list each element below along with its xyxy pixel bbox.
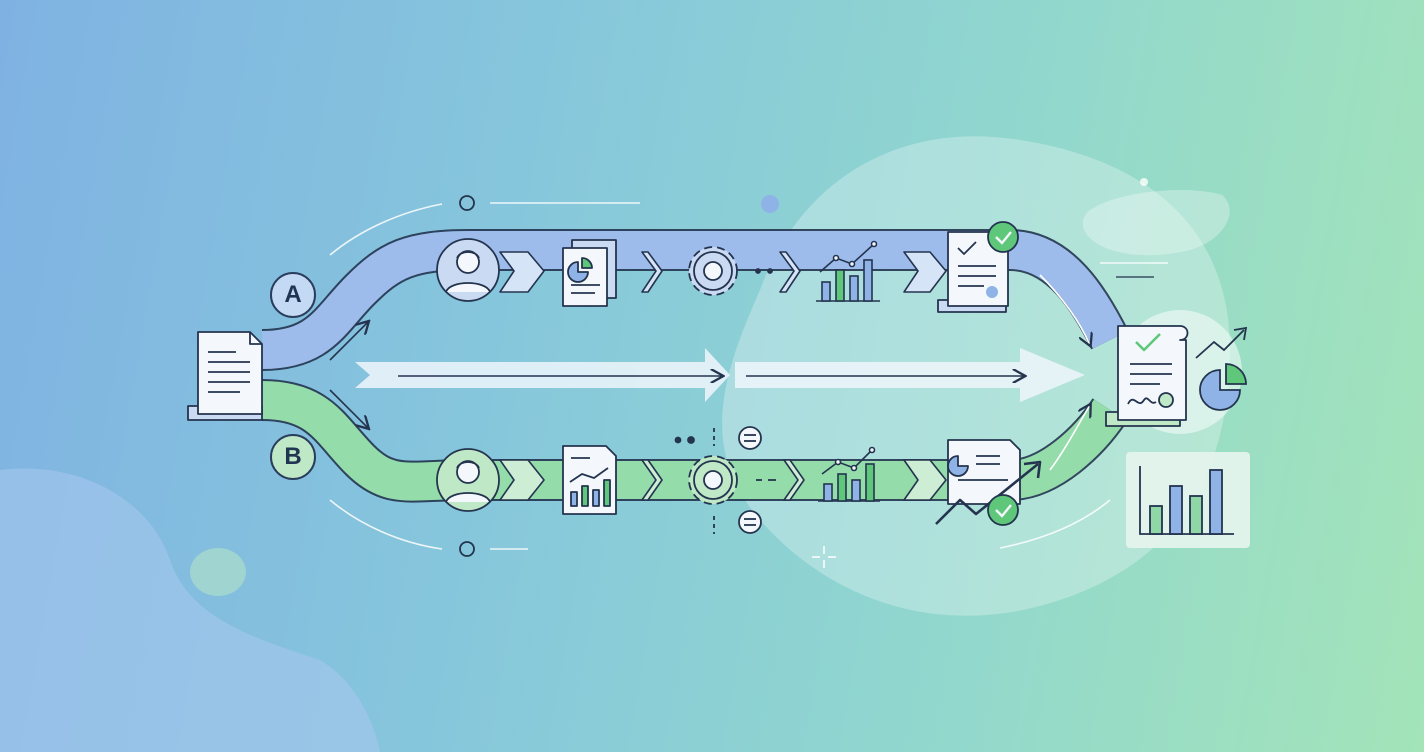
gear-with-settings-icon <box>674 426 776 534</box>
trend-arrow-icon <box>1195 326 1248 359</box>
report-with-trend-icon <box>935 439 1042 525</box>
source-document-icon <box>187 331 263 421</box>
background-blobs <box>0 136 1230 752</box>
lane-b-chevrons <box>499 459 947 501</box>
chevron-icon <box>779 251 801 293</box>
blob-bottom-left <box>0 468 380 752</box>
chevron-icon <box>903 459 947 501</box>
lane-a-user-avatar-icon <box>436 238 500 302</box>
check-badge-icon <box>987 494 1019 526</box>
chevron-icon <box>903 251 947 293</box>
chevron-icon <box>641 459 663 501</box>
lane-b-label: B <box>270 434 316 480</box>
dot-top-blue <box>761 195 779 213</box>
chevron-icon <box>499 459 545 501</box>
lane-b-user-avatar-icon <box>436 448 500 512</box>
bar-chart-card <box>1126 452 1250 548</box>
chevron-icon <box>641 251 663 293</box>
gear-icon <box>688 246 773 296</box>
lane-a-label: A <box>270 272 316 318</box>
dot-top-right <box>1140 178 1148 186</box>
sparkle-icon <box>812 546 836 568</box>
node-top <box>459 195 475 211</box>
lane-b-flow-arrow <box>329 389 368 428</box>
approved-document-icon <box>937 231 1009 313</box>
decorative-lines <box>329 202 1168 550</box>
line-chart-document-icon <box>562 445 617 515</box>
node-bottom <box>459 541 475 557</box>
pie-report-document-icon <box>562 239 617 307</box>
signed-certificate-icon <box>1105 325 1189 427</box>
arc-bottom-left <box>329 499 443 550</box>
arc-top-left <box>329 203 443 256</box>
lane-b-band <box>261 379 1128 503</box>
bar-chart-icon <box>816 240 880 302</box>
lane-a-chevrons <box>499 251 947 293</box>
pie-chart-icon <box>1199 363 1247 411</box>
lane-b-exit-arrow <box>1049 405 1090 471</box>
lane-a-flow-arrow <box>329 322 368 361</box>
arc-bottom-right <box>999 499 1111 549</box>
lane-a-exit-arrow <box>1039 274 1090 345</box>
lane-a-band <box>261 229 1129 371</box>
bar-chart-icon <box>818 446 880 502</box>
check-badge-icon <box>987 221 1019 253</box>
chevron-icon <box>783 459 805 501</box>
blob-top-right <box>1082 190 1230 256</box>
chevron-icon <box>499 251 545 293</box>
direct-flow-arrow <box>355 348 1085 402</box>
blob-small-left <box>190 548 246 596</box>
